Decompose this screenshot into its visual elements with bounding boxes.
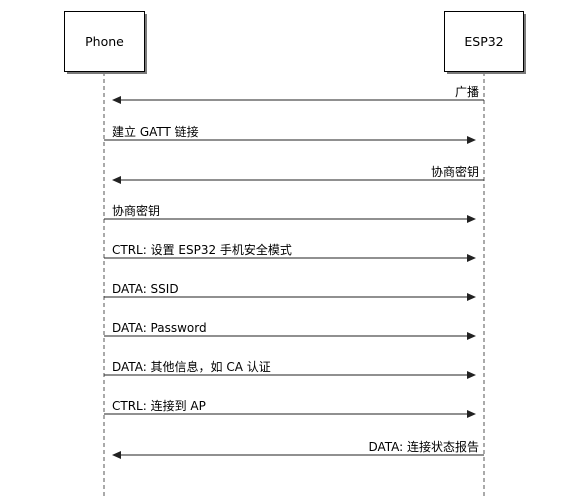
message-arrowhead — [112, 451, 121, 459]
message-arrowhead — [467, 215, 476, 223]
phone-label: Phone — [85, 34, 124, 49]
message-label: 协商密钥 — [431, 164, 479, 179]
message-3: 协商密钥 — [112, 164, 484, 184]
message-10: DATA: 连接状态报告 — [112, 439, 484, 459]
message-label: CTRL: 设置 ESP32 手机安全模式 — [112, 242, 292, 257]
participant-phone: Phone — [64, 11, 147, 74]
message-arrowhead — [467, 371, 476, 379]
message-label: 广播 — [455, 85, 479, 99]
message-label: DATA: 其他信息，如 CA 认证 — [112, 359, 271, 374]
message-6: DATA: SSID — [104, 282, 476, 301]
message-label: CTRL: 连接到 AP — [112, 398, 206, 413]
message-label: 建立 GATT 链接 — [112, 124, 199, 139]
message-label: DATA: 连接状态报告 — [368, 439, 479, 454]
participant-esp32: ESP32 — [444, 11, 526, 74]
message-arrowhead — [467, 254, 476, 262]
message-arrowhead — [467, 293, 476, 301]
message-arrowhead — [467, 136, 476, 144]
message-9: CTRL: 连接到 AP — [104, 398, 476, 418]
message-label: DATA: SSID — [112, 282, 179, 296]
message-arrowhead — [467, 410, 476, 418]
message-arrowhead — [112, 96, 121, 104]
message-8: DATA: 其他信息，如 CA 认证 — [104, 359, 476, 379]
message-2: 建立 GATT 链接 — [104, 124, 476, 144]
message-5: CTRL: 设置 ESP32 手机安全模式 — [104, 242, 476, 262]
message-1: 广播 — [112, 85, 484, 104]
message-label: DATA: Password — [112, 321, 207, 335]
message-label: 协商密钥 — [112, 203, 160, 218]
message-arrowhead — [112, 176, 121, 184]
message-4: 协商密钥 — [104, 203, 476, 223]
esp32-label: ESP32 — [464, 34, 503, 49]
message-7: DATA: Password — [104, 321, 476, 340]
message-arrowhead — [467, 332, 476, 340]
phone-box — [64, 11, 145, 72]
esp32-box — [444, 11, 524, 72]
